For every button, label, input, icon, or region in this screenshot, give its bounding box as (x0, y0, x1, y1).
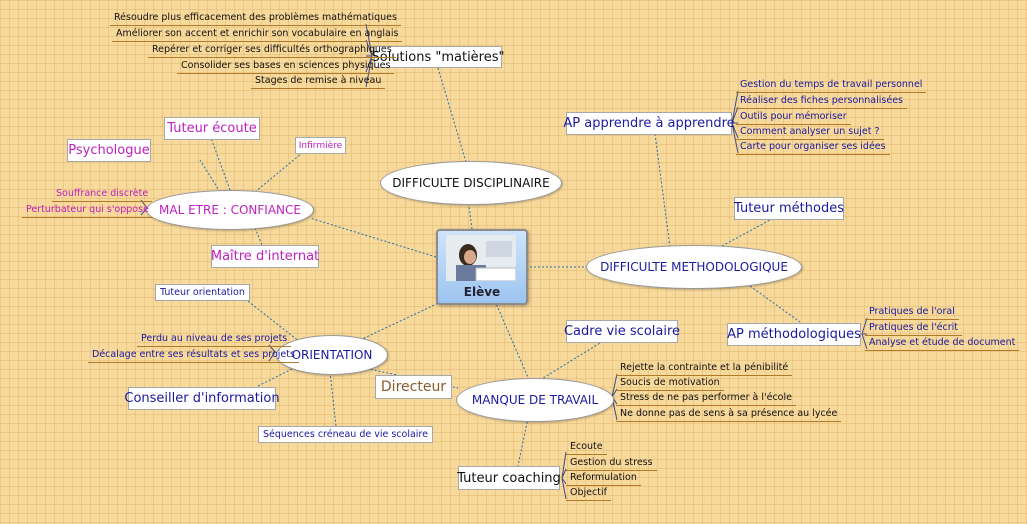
leaf-fiches[interactable]: Réaliser des fiches personnalisées (736, 93, 907, 109)
leaf-ecrit[interactable]: Pratiques de l'écrit (865, 320, 963, 336)
node-ap-apprendre[interactable]: AP apprendre à apprendre (563, 112, 735, 135)
node-tuteur-coaching[interactable]: Tuteur coaching (457, 466, 561, 490)
leaf-sciences-physiques[interactable]: Consolider ses bases en sciences physiqu… (177, 58, 395, 74)
node-difficulte-methodologique[interactable]: DIFFICULTE METHODOLOGIQUE (586, 245, 802, 289)
leaf-memoriser[interactable]: Outils pour mémoriser (736, 109, 851, 125)
central-node-eleve[interactable]: Elève (436, 229, 528, 305)
leaf-objectif[interactable]: Objectif (566, 485, 611, 501)
node-ap-methodologiques[interactable]: AP méthodologiques (727, 323, 861, 346)
node-tuteur-methodes[interactable]: Tuteur méthodes (734, 197, 844, 220)
leaf-oral[interactable]: Pratiques de l'oral (865, 304, 959, 320)
node-directeur[interactable]: Directeur (375, 375, 452, 399)
node-tuteur-orientation[interactable]: Tuteur orientation (155, 284, 250, 301)
leaf-carte-idees[interactable]: Carte pour organiser ses idées (736, 139, 890, 155)
node-infirmiere[interactable]: Infirmière (295, 137, 346, 154)
leaf-sens-presence[interactable]: Ne donne pas de sens à sa présence au ly… (616, 406, 842, 422)
leaf-reformulation[interactable]: Reformulation (566, 470, 641, 486)
student-photo (446, 235, 516, 281)
leaf-analyse-document[interactable]: Analyse et étude de document (865, 335, 1020, 351)
leaf-maths[interactable]: Résoudre plus efficacement des problèmes… (110, 10, 401, 26)
node-orientation[interactable]: ORIENTATION (276, 335, 388, 375)
node-maitre-internat[interactable]: Maître d'internat (211, 245, 319, 268)
node-cadre-vie-scolaire[interactable]: Cadre vie scolaire (564, 320, 680, 343)
central-node-label: Elève (463, 285, 501, 299)
node-psychologue[interactable]: Psychologue (67, 139, 151, 162)
node-mal-etre-confiance[interactable]: MAL ETRE : CONFIANCE (146, 190, 314, 230)
leaf-decalage[interactable]: Décalage entre ses résultats et ses proj… (88, 347, 299, 363)
leaf-orthographe[interactable]: Repérer et corriger ses difficultés orth… (148, 42, 396, 58)
node-manque-de-travail[interactable]: MANQUE DE TRAVAIL (456, 378, 614, 422)
node-difficulte-disciplinaire[interactable]: DIFFICULTE DISCIPLINAIRE (380, 161, 562, 205)
leaf-analyser-sujet[interactable]: Comment analyser un sujet ? (736, 124, 884, 140)
leaf-gestion-stress[interactable]: Gestion du stress (566, 455, 657, 471)
leaf-ecoute[interactable]: Ecoute (566, 439, 607, 455)
leaf-motivation[interactable]: Soucis de motivation (616, 375, 724, 391)
node-sequences-vie-scolaire[interactable]: Séquences créneau de vie scolaire (258, 426, 433, 443)
node-conseiller-information[interactable]: Conseiller d'information (124, 387, 280, 410)
node-solutions-matieres[interactable]: Solutions "matières" (372, 46, 505, 68)
leaf-stress-performer[interactable]: Stress de ne pas performer à l'école (616, 390, 796, 406)
leaf-souffrance[interactable]: Souffrance discrète (52, 186, 153, 202)
leaf-remise-niveau[interactable]: Stages de remise à niveau (251, 73, 386, 89)
leaf-gestion-temps[interactable]: Gestion du temps de travail personnel (736, 77, 927, 93)
leaf-rejette-contrainte[interactable]: Rejette la contrainte et la pénibilité (616, 360, 793, 376)
leaf-perturbateur[interactable]: Perturbateur qui s'oppose (22, 202, 153, 218)
leaf-anglais[interactable]: Améliorer son accent et enrichir son voc… (112, 26, 403, 42)
leaf-perdu-projets[interactable]: Perdu au niveau de ses projets (137, 331, 292, 347)
node-tuteur-ecoute[interactable]: Tuteur écoute (164, 117, 260, 140)
